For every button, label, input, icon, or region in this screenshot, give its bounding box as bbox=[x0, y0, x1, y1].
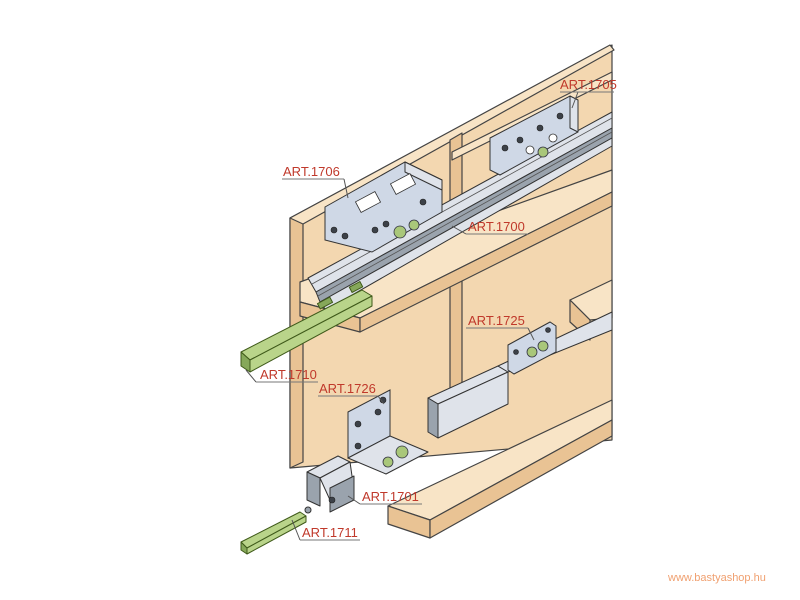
label-art-1701: ART.1701 bbox=[362, 489, 419, 504]
callout-art-1700: ART.1700 bbox=[451, 219, 528, 235]
watermark-text: www.bastyashop.hu bbox=[668, 572, 766, 584]
hanger-plate-1705 bbox=[489, 95, 579, 176]
bottom-bracket-1725 bbox=[507, 321, 557, 375]
callout-art-1710: ART.1710 bbox=[245, 367, 318, 383]
hanger-plate-1706 bbox=[324, 161, 443, 253]
callout-art-1701: ART.1701 bbox=[347, 489, 422, 505]
callout-art-1705: ART.1705 bbox=[560, 77, 617, 109]
label-art-1725: ART.1725 bbox=[468, 313, 525, 328]
top-track bbox=[307, 111, 613, 311]
label-art-1705: ART.1705 bbox=[560, 77, 617, 92]
callout-art-1706: ART.1706 bbox=[282, 164, 349, 199]
callout-art-1725: ART.1725 bbox=[466, 313, 535, 341]
bottom-track-short bbox=[306, 455, 355, 513]
bottom-guide-1711 bbox=[240, 496, 336, 555]
label-art-1706: ART.1706 bbox=[283, 164, 340, 179]
callout-art-1726: ART.1726 bbox=[318, 381, 385, 405]
label-art-1726: ART.1726 bbox=[319, 381, 376, 396]
label-art-1700: ART.1700 bbox=[468, 219, 525, 234]
callout-art-1711: ART.1711 bbox=[291, 519, 360, 541]
angle-bracket-1726 bbox=[347, 389, 429, 475]
label-art-1711: ART.1711 bbox=[302, 525, 358, 540]
label-art-1710: ART.1710 bbox=[260, 367, 317, 382]
top-guide-1710 bbox=[240, 281, 373, 373]
